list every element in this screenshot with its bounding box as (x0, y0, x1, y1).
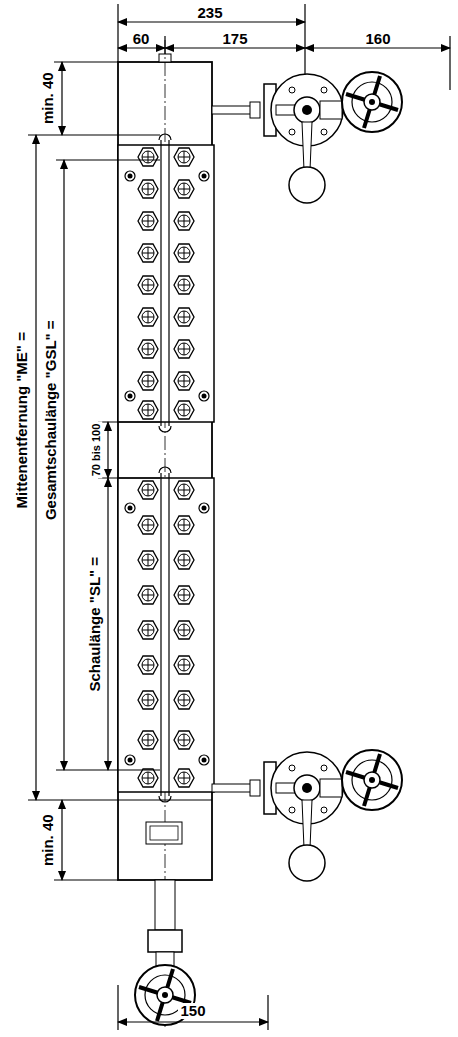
dimension-label: 60 (131, 31, 152, 48)
dimension-label: 70 bis 100 (90, 422, 102, 479)
dimension-label: 175 (220, 31, 249, 48)
dimension-name: Mittenentfernung "ME" = (14, 330, 31, 510)
dimension-label: min. 40 (40, 812, 57, 868)
dimension-label: 150 (178, 1003, 207, 1020)
dimension-label: min. 40 (40, 70, 57, 126)
dimension-label: 235 (195, 5, 224, 22)
dimension-name: Gesamtschaulänge "GSL" = (43, 318, 60, 522)
dimension-label: 160 (363, 31, 392, 48)
dimension-name: Schaulänge "SL" = (87, 555, 104, 694)
